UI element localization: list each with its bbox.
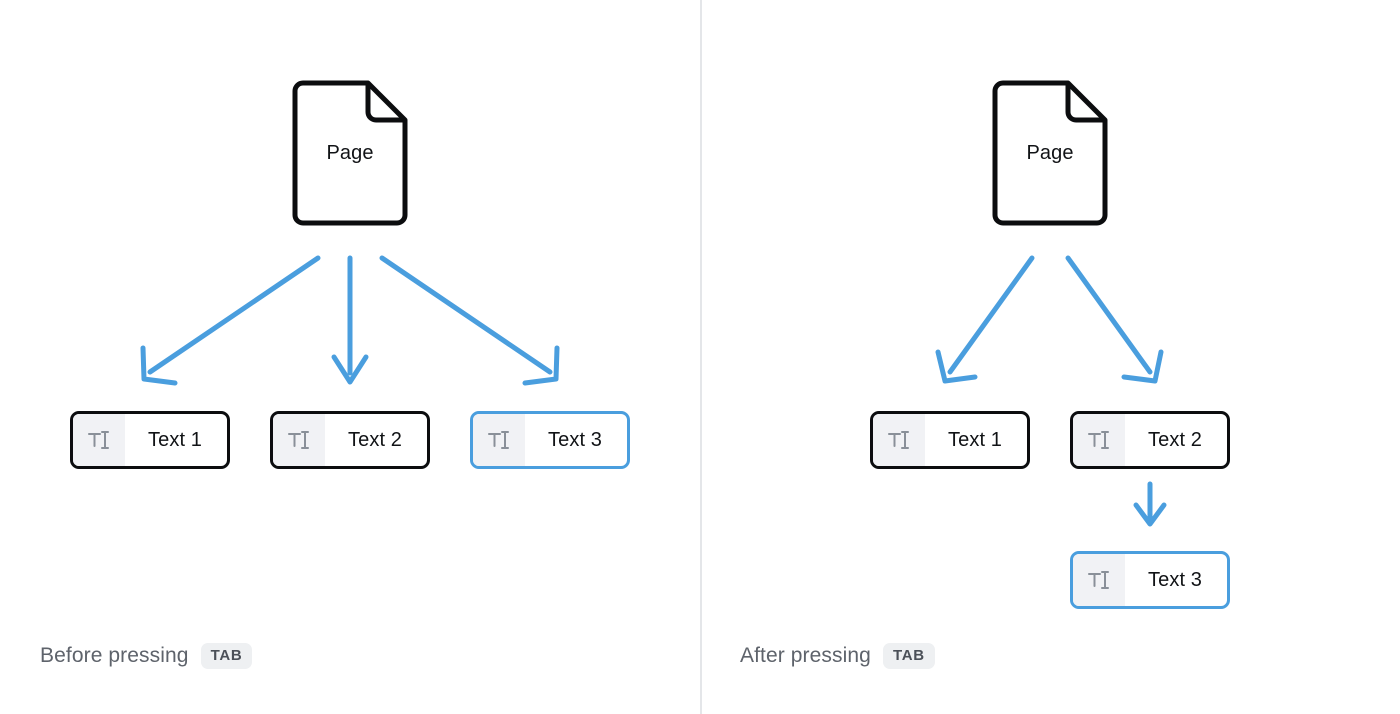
text-tool-icon <box>273 414 325 466</box>
caption-before: Before pressing TAB <box>40 643 253 669</box>
page-document-icon-before[interactable]: Page <box>290 78 410 228</box>
text-tool-icon <box>73 414 125 466</box>
text-tool-icon <box>873 414 925 466</box>
caption-text: After pressing <box>740 644 871 667</box>
node-label: Text 1 <box>948 428 1002 451</box>
node-text-1-after[interactable]: Text 1 <box>870 411 1030 469</box>
tab-key-badge: TAB <box>200 643 253 669</box>
arrow-page-to-text1-left <box>140 255 321 386</box>
arrow-page-to-text2-left <box>331 255 369 385</box>
node-text-3-before[interactable]: Text 3 <box>470 411 630 469</box>
node-text-1-before[interactable]: Text 1 <box>70 411 230 469</box>
panel-divider <box>700 0 702 714</box>
node-label: Text 1 <box>148 428 202 451</box>
page-document-icon-after[interactable]: Page <box>990 78 1110 228</box>
text-tool-icon <box>1073 414 1125 466</box>
arrow-page-to-text3-left <box>379 255 560 386</box>
caption-text: Before pressing <box>40 644 189 667</box>
arrow-page-to-text1-right <box>935 255 1035 384</box>
node-text-3-after[interactable]: Text 3 <box>1070 551 1230 609</box>
page-label-before: Page <box>326 141 374 164</box>
node-text-2-after[interactable]: Text 2 <box>1070 411 1230 469</box>
node-label: Text 3 <box>1148 568 1202 591</box>
arrow-page-to-text2-right <box>1065 255 1164 384</box>
node-label: Text 2 <box>348 428 402 451</box>
caption-after: After pressing TAB <box>740 643 935 669</box>
text-tool-icon <box>1073 554 1125 606</box>
page-label-after: Page <box>1026 141 1074 164</box>
node-text-2-before[interactable]: Text 2 <box>270 411 430 469</box>
tab-key-badge: TAB <box>882 643 935 669</box>
node-label: Text 3 <box>548 428 602 451</box>
arrow-text2-to-text3-right <box>1133 481 1167 527</box>
text-tool-icon <box>473 414 525 466</box>
node-label: Text 2 <box>1148 428 1202 451</box>
